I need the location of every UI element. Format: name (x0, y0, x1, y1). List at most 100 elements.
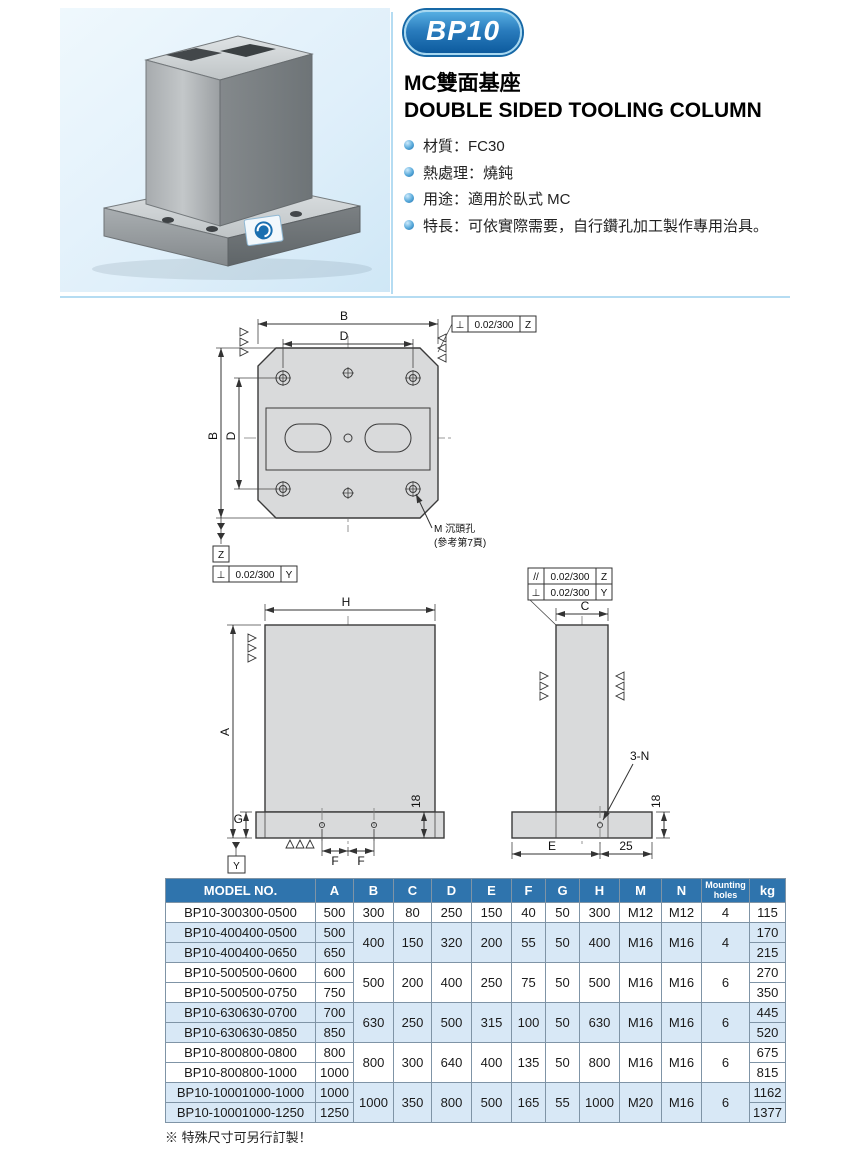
tooling-column-3d (103, 35, 361, 267)
callout-3n: 3-N (630, 749, 649, 763)
spec-text: 特長：可依實際需要，自行鑽孔加工製作專用治具。 (423, 217, 769, 235)
column-side (555, 624, 609, 813)
cell-f: 40 (511, 902, 546, 923)
tolerance-frame-bottom: ⊥ 0.02/300 Y (212, 565, 298, 583)
cell-g: 50 (545, 962, 580, 1003)
cell-d: 320 (431, 922, 472, 963)
cell-b: 1000 (353, 1082, 394, 1123)
cell-a: 850 (315, 1022, 354, 1043)
cell-m: M16 (619, 962, 662, 1003)
cell-d: 400 (431, 962, 472, 1003)
dim-label-18-side: 18 (649, 794, 663, 808)
spec-item-feature: 特長：可依實際需要，自行鑽孔加工製作專用治具。 (404, 217, 840, 237)
dim-label-d-left: D (224, 431, 238, 440)
side-view: // 0.02/300 Z ⊥ 0.02/300 Y C E 25 (511, 567, 670, 859)
cell-e: 200 (471, 922, 512, 963)
technical-drawings: B D B D ⊥ 0.02/300 Z (206, 309, 670, 874)
cell-kg: 520 (749, 1022, 786, 1043)
column-header-m: M (619, 878, 662, 903)
surface-finish-icon (239, 327, 250, 357)
cell-a: 600 (315, 962, 354, 983)
column-header-g: G (545, 878, 580, 903)
dim-label-25: 25 (619, 839, 633, 853)
datum-letter: Y (233, 861, 240, 872)
cell-holes: 6 (701, 1002, 750, 1043)
cell-c: 200 (393, 962, 432, 1003)
shadow (92, 258, 372, 280)
cell-b: 400 (353, 922, 394, 963)
top-pocket-right (220, 44, 276, 57)
column-header-model-no-: MODEL NO. (165, 878, 316, 903)
dim-label-h: H (342, 595, 351, 609)
cell-a: 750 (315, 982, 354, 1003)
column-header-f: F (511, 878, 546, 903)
surface-finish-icon (285, 838, 315, 849)
cell-kg: 815 (749, 1062, 786, 1083)
cell-g: 50 (545, 922, 580, 963)
cell-e: 150 (471, 902, 512, 923)
surface-finish-icon (614, 671, 625, 701)
spec-item-application: 用途：適用於臥式 MC (404, 190, 840, 210)
surface-finish-icon (539, 671, 550, 701)
slot-right (364, 423, 412, 453)
column-header-c: C (393, 878, 432, 903)
model-badge: BP10 (404, 10, 523, 55)
dim-label-a: A (218, 728, 232, 736)
spec-text: 材質：FC30 (423, 138, 505, 155)
cell-d: 250 (431, 902, 472, 923)
page-title-en: DOUBLE SIDED TOOLING COLUMN (404, 99, 762, 122)
cell-h: 1000 (579, 1082, 620, 1123)
counterbore-holes (275, 367, 421, 499)
cell-a: 500 (315, 902, 354, 923)
datum-arrow (217, 533, 225, 540)
cell-h: 800 (579, 1042, 620, 1083)
gdt-value: 0.02/300 (236, 570, 275, 581)
cell-h: 500 (579, 962, 620, 1003)
cell-model: BP10-500500-0600 (165, 962, 316, 983)
datum-y-box: Y (227, 855, 246, 874)
cell-n: M16 (661, 1082, 702, 1123)
gdt-value: 0.02/300 (551, 588, 590, 599)
vertical-divider (391, 12, 393, 294)
cell-g: 50 (545, 1002, 580, 1043)
column-header-e: E (471, 878, 512, 903)
surface-finish-icon (247, 633, 258, 663)
cell-kg: 115 (749, 902, 786, 923)
product-photo-image (60, 8, 390, 292)
gdt-value: 0.02/300 (551, 572, 590, 583)
slot-left (284, 423, 332, 453)
cell-model: BP10-630630-0700 (165, 1002, 316, 1023)
column-header-d: D (431, 878, 472, 903)
cell-d: 800 (431, 1082, 472, 1123)
cell-b: 300 (353, 902, 394, 923)
top-pocket-left (166, 48, 222, 61)
cell-model: BP10-400400-0500 (165, 922, 316, 943)
spec-item-material: 材質：FC30 (404, 137, 840, 157)
column-front (264, 624, 436, 813)
cell-m: M16 (619, 922, 662, 963)
dim-label-e: E (548, 839, 556, 853)
cell-holes: 6 (701, 1082, 750, 1123)
horizontal-divider (60, 296, 790, 298)
gdt-datum: Z (525, 320, 531, 331)
plate-outline (257, 347, 439, 519)
cell-model: BP10-500500-0750 (165, 982, 316, 1003)
dim-label-18-front: 18 (409, 794, 423, 808)
column-header-b: B (353, 878, 394, 903)
cell-model: BP10-630630-0850 (165, 1022, 316, 1043)
cell-f: 75 (511, 962, 546, 1003)
cell-h: 300 (579, 902, 620, 923)
cell-f: 135 (511, 1042, 546, 1083)
datum-letter: Z (218, 550, 224, 561)
cell-e: 315 (471, 1002, 512, 1043)
column-header-a: A (315, 878, 354, 903)
cell-kg: 170 (749, 922, 786, 943)
cell-b: 800 (353, 1042, 394, 1083)
cell-model: BP10-300300-0500 (165, 902, 316, 923)
